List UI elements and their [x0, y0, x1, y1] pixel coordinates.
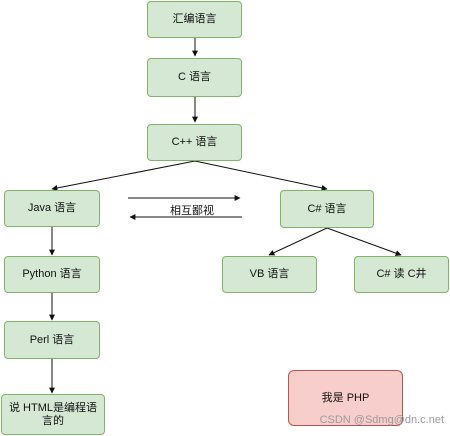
node-cpp: C++ 语言 — [147, 124, 242, 161]
node-c: C 语言 — [147, 58, 242, 97]
node-vb: VB 语言 — [222, 256, 317, 293]
edge-csharp-to-csharp-cn — [326, 227, 402, 256]
mutual-disdain-label: 相互鄙视 — [170, 205, 214, 217]
node-python: Python 语言 — [4, 256, 100, 293]
edge-cpp-to-java — [51, 160, 196, 191]
node-html: 说 HTML是编程语言的 — [1, 394, 105, 435]
edge-cpp-to-csharp — [194, 160, 328, 191]
node-csharp: C# 语言 — [280, 190, 374, 228]
watermark: CSDN @Sdmg@dn.c.net — [319, 414, 444, 426]
edge-csharp-to-vb — [268, 227, 328, 256]
node-java: Java 语言 — [4, 190, 100, 227]
node-php: 我是 PHP — [288, 370, 403, 426]
node-assembly: 汇编语言 — [147, 1, 242, 38]
node-perl: Perl 语言 — [4, 321, 100, 359]
node-csharp-cn: C# 读 C井 — [354, 256, 449, 293]
